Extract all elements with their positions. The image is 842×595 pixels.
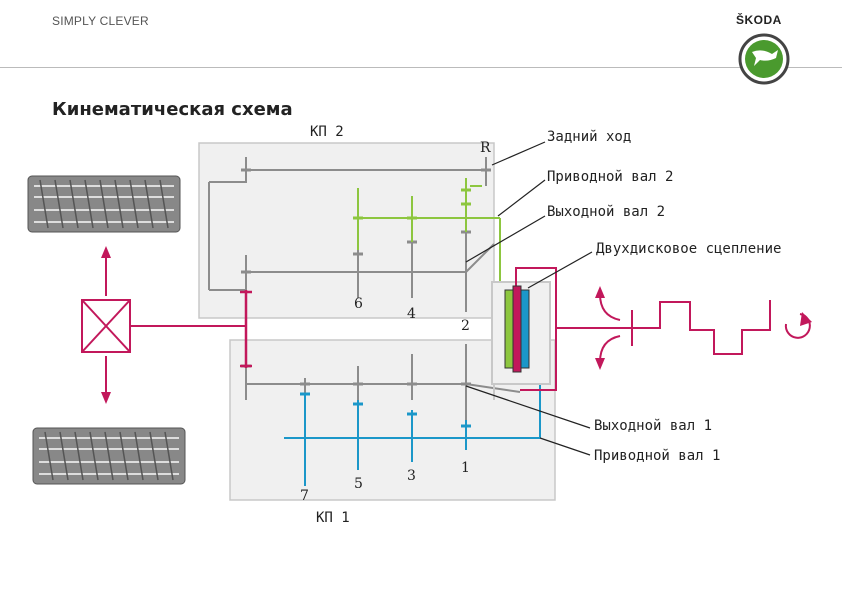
callout-dual-clutch: Двухдисковое сцепление — [596, 241, 781, 257]
callout-output-shaft-2: Выходной вал 2 — [547, 204, 665, 220]
clutch-drum — [515, 267, 557, 391]
rotation-arrow-top-icon — [595, 286, 621, 321]
gearbox-2-housing — [198, 142, 495, 319]
header-divider — [0, 67, 842, 68]
skoda-logo-icon — [738, 33, 790, 85]
gear-label-7: 7 — [300, 488, 309, 504]
gear-label-1: 1 — [461, 460, 470, 476]
tire-top-icon — [27, 175, 181, 233]
callout-input-shaft-1: Приводной вал 1 — [594, 448, 720, 464]
callout-reverse: Задний ход — [547, 129, 631, 145]
brand-name: ŠKODA — [736, 13, 782, 27]
callout-lines — [465, 141, 593, 456]
gear-label-3: 3 — [407, 468, 416, 484]
gearbox-1-label: КП 1 — [316, 510, 350, 526]
rotation-arrow-bottom-icon — [595, 335, 621, 370]
blue-gear-ticks — [300, 392, 471, 428]
engine-crankshaft — [556, 300, 771, 355]
gear-label-r: R — [480, 140, 491, 156]
page-title: Кинематическая схема — [52, 99, 293, 120]
callout-input-shaft-2: Приводной вал 2 — [547, 169, 673, 185]
green-gear-ticks — [353, 188, 471, 220]
differential — [81, 246, 246, 404]
dual-clutch — [504, 285, 530, 373]
gear-label-5: 5 — [354, 476, 363, 492]
final-drive-shaft — [240, 290, 252, 368]
gearbox-2-label: КП 2 — [310, 124, 344, 140]
gear-label-2: 2 — [461, 318, 470, 334]
callout-output-shaft-1: Выходной вал 1 — [594, 418, 712, 434]
tire-bottom-icon — [32, 427, 186, 485]
tagline: SIMPLY CLEVER — [52, 14, 149, 28]
gray-shafts — [208, 157, 521, 420]
gear-label-4: 4 — [407, 306, 416, 322]
gear-label-6: 6 — [354, 296, 363, 312]
rotation-direction-icon — [784, 312, 812, 339]
